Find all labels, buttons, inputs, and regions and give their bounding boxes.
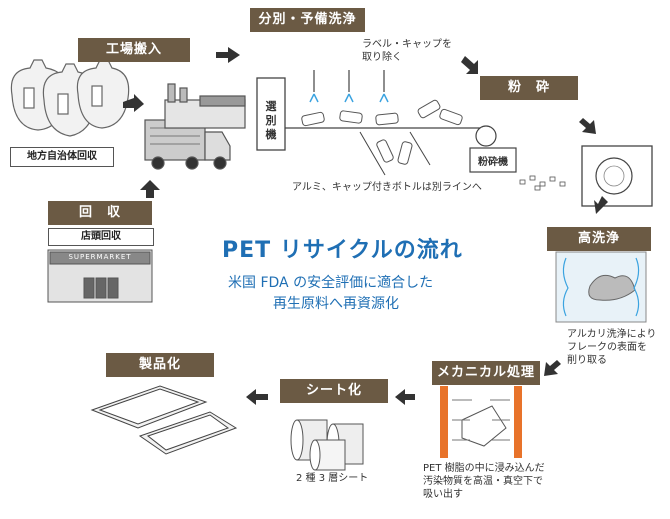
crusher-roller [475, 125, 497, 147]
alkali-note-3: 削り取る [567, 355, 607, 366]
label-cap-note-2: 取り除く [362, 52, 402, 63]
aluminum-note: アルミ、キャップ付きボトルは別ラインへ [292, 182, 482, 193]
truck-icon [144, 119, 231, 170]
subtitle-line-2: 再生原料へ再資源化 [273, 296, 399, 312]
alkali-note-2: フレークの表面を [567, 342, 647, 353]
factory-icon [164, 83, 246, 129]
mech-note-1: PET 樹脂の中に浸み込んだ [423, 463, 545, 474]
stage-mechanical: メカニカル処理 [432, 361, 540, 385]
store-sign: SUPERMARKET [68, 253, 132, 261]
sorter-box [256, 77, 286, 151]
stage-crushing: 粉 砕 [480, 76, 578, 100]
subtitle-line-1: 米国 FDA の安全評価に適合した [228, 275, 434, 291]
page-title: PET リサイクルの流れ [222, 238, 463, 263]
heater-icon [440, 386, 522, 458]
stage-collection: 回 収 [48, 201, 152, 225]
flakes-icon [519, 175, 566, 191]
stage-factory-delivery: 工場搬入 [78, 38, 190, 62]
crushing-tank-icon [581, 145, 653, 207]
flow-arrows [123, 47, 608, 405]
crusher-box [469, 147, 517, 173]
stage-sorting-prewash: 分別・予備洗浄 [250, 8, 365, 32]
crusher-label: 粉砕機 [478, 157, 508, 168]
sheet-type-note: 2 種 3 層シート [296, 473, 369, 484]
stage-productization: 製品化 [106, 353, 214, 377]
supermarket-icon [47, 249, 153, 303]
sheet-rolls-icon [290, 419, 364, 471]
product-trays-icon [90, 385, 238, 455]
alkali-note-1: アルカリ洗浄により [567, 329, 657, 340]
stage-sheeting: シート化 [280, 379, 388, 403]
sorter-label: 選 別 機 [265, 100, 277, 141]
bottles-on-conveyor-icon [301, 99, 463, 165]
stage-high-wash: 高洗浄 [547, 227, 651, 251]
sprayer-icons [309, 70, 389, 103]
mech-note-3: 吸い出す [423, 489, 463, 500]
garbage-bags-icon [10, 59, 130, 137]
store-collection-label: 店頭回収 [48, 228, 154, 246]
wash-tank-icon [555, 251, 647, 323]
municipal-collection-label: 地方自治体回収 [10, 147, 114, 167]
label-cap-note-1: ラベル・キャップを [362, 39, 452, 50]
mech-note-2: 汚染物質を高温・真空下で [423, 476, 543, 487]
